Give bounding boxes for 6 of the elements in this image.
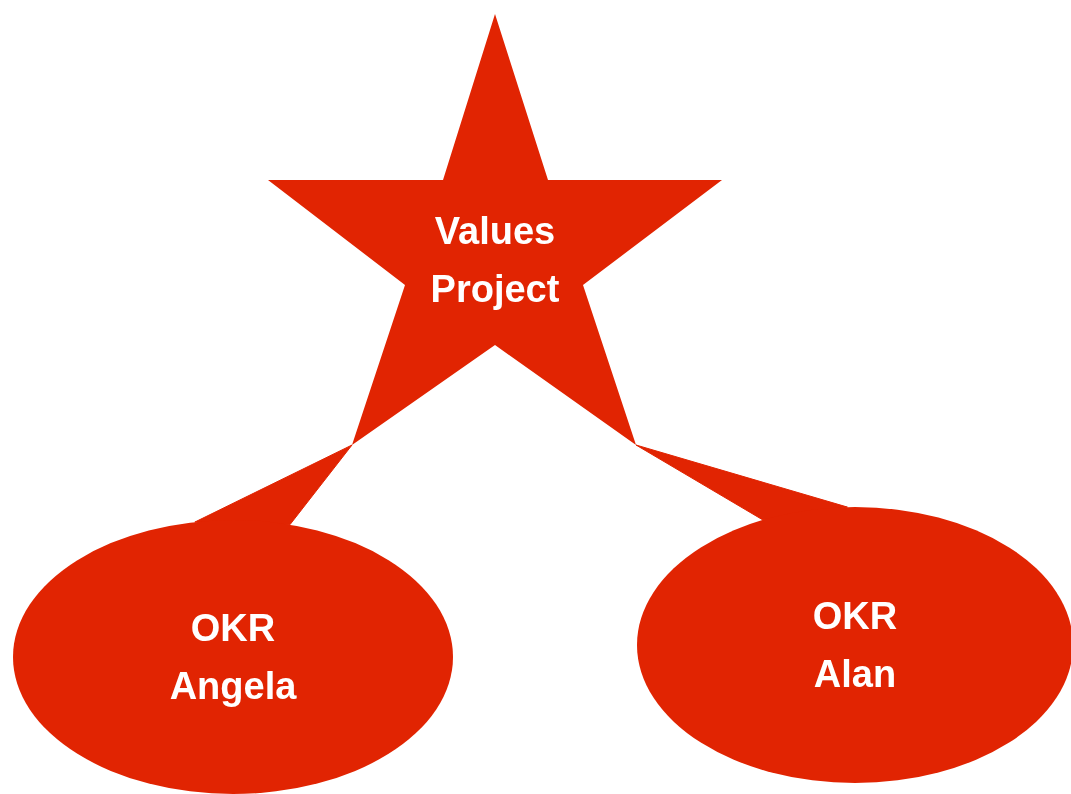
node-label: Values Project xyxy=(429,209,561,312)
node-label: OKR Angela xyxy=(168,606,298,709)
bubble-tail xyxy=(635,444,848,521)
bubble-tail xyxy=(194,444,353,526)
node-label: OKR Alan xyxy=(811,594,899,697)
star-shape xyxy=(268,14,722,446)
